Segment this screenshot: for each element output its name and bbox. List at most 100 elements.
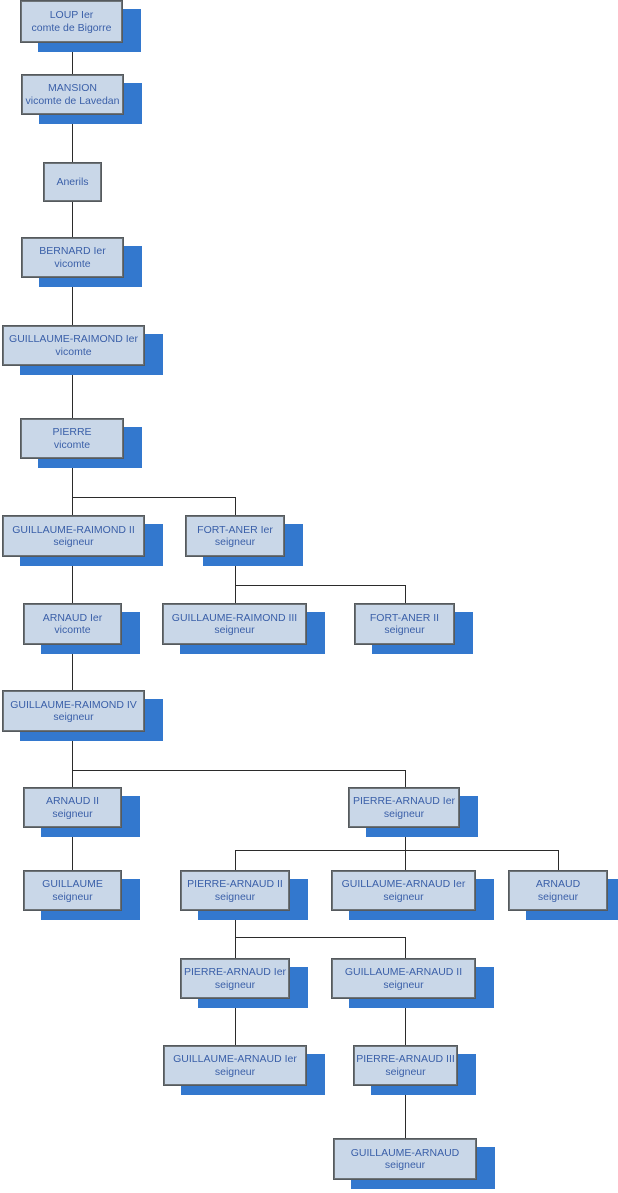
person-name: GUILLAUME-ARNAUD Ier xyxy=(341,878,466,891)
connector-line xyxy=(72,770,73,787)
person-name: ARNAUD Ier xyxy=(42,611,103,624)
person-title: seigneur xyxy=(537,890,579,903)
person-node-anerils[interactable]: Anerils xyxy=(43,162,102,202)
person-title: seigneur xyxy=(383,978,424,991)
person-name: GUILLAUME-ARNAUD Ier xyxy=(173,1053,297,1066)
person-name: GUILLAUME-RAIMOND Ier xyxy=(9,333,138,346)
person-title: seigneur xyxy=(384,624,425,636)
person-name: ARNAUD xyxy=(535,878,581,891)
connector-line xyxy=(72,557,73,603)
person-title: seigneur xyxy=(384,1159,426,1171)
connector-line xyxy=(72,828,73,870)
person-title: comte de Bigorre xyxy=(31,21,112,34)
person-name: GUILLAUME-ARNAUD II xyxy=(344,966,463,979)
person-name: Anerils xyxy=(56,175,89,188)
person-name: ARNAUD II xyxy=(45,795,100,808)
connector-line xyxy=(235,557,236,585)
person-name: PIERRE-ARNAUD Ier xyxy=(183,966,287,979)
person-name: GUILLAUME-RAIMOND III xyxy=(171,611,298,624)
connector-line xyxy=(72,732,73,770)
connector-line xyxy=(235,585,405,586)
person-title: vicomte xyxy=(54,624,91,636)
person-title: vicomte xyxy=(54,257,91,270)
person-name: GUILLAUME-RAIMOND II xyxy=(12,523,135,536)
person-name: MANSION xyxy=(47,82,97,95)
connector-line xyxy=(72,497,236,498)
connector-line xyxy=(72,115,73,162)
person-title: seigneur xyxy=(383,807,425,820)
connector-line xyxy=(235,850,236,870)
person-title: vicomte de Lavedan xyxy=(25,94,120,107)
person-name: FORT-ANER Ier xyxy=(197,523,273,536)
person-title: seigneur xyxy=(214,536,256,548)
connector-line xyxy=(405,1086,406,1138)
person-title: seigneur xyxy=(214,1065,256,1078)
person-name: GUILLAUME-RAIMOND IV xyxy=(10,698,137,711)
person-title: vicomte xyxy=(53,438,91,451)
connector-line xyxy=(405,999,406,1045)
connector-line xyxy=(235,999,236,1045)
connector-line xyxy=(72,278,73,325)
connector-line xyxy=(72,43,73,74)
connector-line xyxy=(72,770,405,771)
connector-line xyxy=(72,645,73,690)
connector-line xyxy=(405,770,406,787)
person-name: GUILLAUME xyxy=(42,878,103,891)
person-title: seigneur xyxy=(53,711,94,723)
person-name: LOUP Ier xyxy=(49,9,94,22)
connector-line xyxy=(72,202,73,237)
connector-line xyxy=(405,850,406,870)
person-name: GUILLAUME-ARNAUD xyxy=(350,1146,460,1159)
person-title: seigneur xyxy=(52,807,93,820)
connector-line xyxy=(72,366,73,418)
connector-line xyxy=(405,937,406,958)
person-title: seigneur xyxy=(52,890,93,903)
person-title: seigneur xyxy=(214,890,256,903)
person-name: BERNARD Ier xyxy=(39,245,106,258)
person-title: seigneur xyxy=(383,890,424,903)
person-title: seigneur xyxy=(214,624,255,636)
person-title: seigneur xyxy=(385,1065,426,1078)
person-name: PIERRE-ARNAUD Ier xyxy=(352,795,456,808)
person-title: seigneur xyxy=(214,978,256,991)
connector-line xyxy=(235,937,236,958)
connector-line xyxy=(235,497,236,515)
person-name: PIERRE-ARNAUD II xyxy=(187,878,283,891)
person-title: vicomte xyxy=(55,345,92,358)
connector-line xyxy=(235,585,236,603)
connector-line xyxy=(72,459,73,497)
connector-line xyxy=(405,828,406,850)
connector-line xyxy=(405,585,406,603)
connector-line xyxy=(235,850,558,851)
connector-line xyxy=(558,850,559,870)
person-name: FORT-ANER II xyxy=(369,611,440,624)
person-name: PIERRE-ARNAUD III xyxy=(356,1053,455,1066)
person-title: seigneur xyxy=(53,536,94,548)
person-name: PIERRE xyxy=(52,426,92,439)
connector-line xyxy=(72,497,73,515)
connector-line xyxy=(235,911,236,937)
